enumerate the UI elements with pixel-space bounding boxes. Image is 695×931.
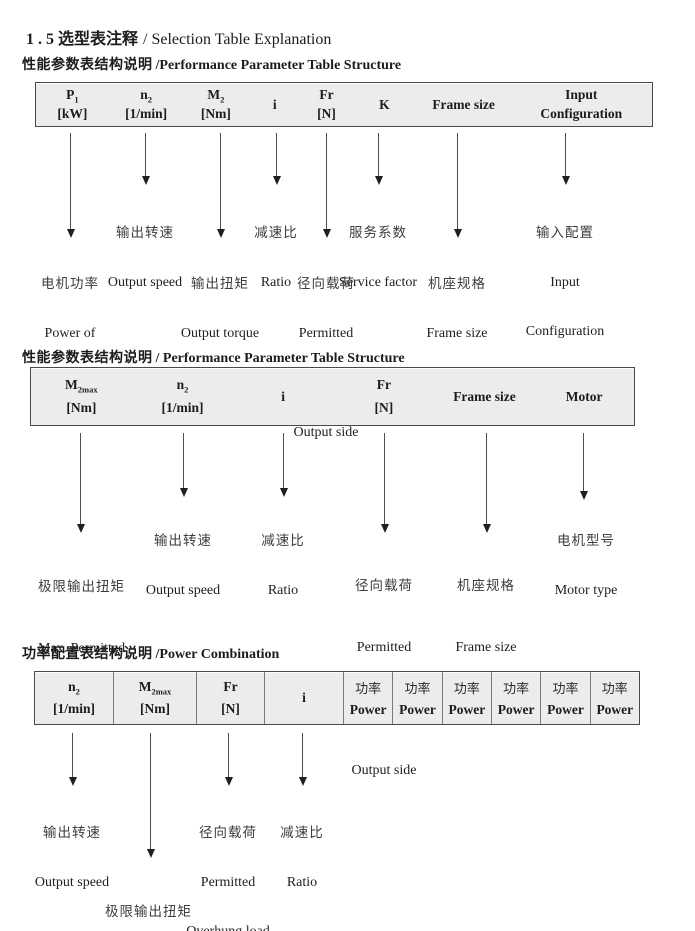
col-header-n2: n2 [1/min] [161,377,204,415]
page-title-en: / Selection Table Explanation [143,31,332,48]
down-arrow [482,433,491,533]
down-arrow [298,733,307,786]
section2-heading-zh: 性能参数表结构说明 [22,349,153,365]
callout-output-speed: 输出转速 Output speed [34,825,110,890]
down-arrow [224,733,233,786]
col-header-n2: n2 [1/min] [125,87,168,121]
col-header-input-configuration: Input Configuration [540,87,623,121]
col-header-fr: Fr [N] [317,87,336,121]
col-header-i: i [272,96,277,112]
section1-heading-en: /Performance Parameter Table Structure [155,58,402,73]
col-header-m2: M2 [Nm] [200,87,231,121]
col-header-k: K [379,96,390,112]
callout-ratio: 减速比 Ratio [254,225,298,290]
section3-heading: 功率配置表结构说明/Power Combination [8,627,279,679]
down-arrow [179,433,188,497]
callout-output-speed: 输出转速 Output speed [145,533,221,598]
callout-ratio: 减速比 Ratio [261,533,305,598]
down-arrow [322,133,331,238]
power-combination-table: n2 [1/min] M2max [Nm] Fr [N] i 功率 Power … [34,671,640,725]
col-header-i: i [281,388,286,404]
section3-heading-en: /Power Combination [155,647,280,662]
callout-input-configuration: 输入配置 Input Configuration [525,225,605,339]
col-header-p1: P1 [kW] [57,87,88,121]
section1-heading: 性能参数表结构说明/Performance Parameter Table St… [8,38,401,90]
down-arrow [216,133,225,238]
col-header-n2: n2 [1/min] [53,679,95,716]
col-header-i: i [264,672,343,724]
page-title: 1 . 5 选型表注释/ Selection Table Explanation [10,7,331,67]
col-header-fr: Fr [N] [374,377,394,415]
callout-max-output-torque: 极限输出扭矩 Max. Permitted Output torque [105,904,192,919]
down-arrow [66,133,75,238]
down-arrow [279,433,288,497]
col-header-power-3: 功率 Power [441,672,491,724]
down-arrow [579,433,588,500]
down-arrow [146,733,155,858]
col-header-m2max: M2max [Nm] [113,672,196,724]
callout-output-speed: 输出转速 Output speed [107,225,183,290]
down-arrow [453,133,462,238]
col-header-power-2: 功率 Power [392,672,441,724]
performance-table-1: P1 [kW] n2 [1/min] M2 [Nm] i Fr [N] K Fr… [35,82,653,127]
col-header-frame-size: Frame size [432,96,495,112]
down-arrow [76,433,85,533]
col-header-m2max: M2max [Nm] [65,377,98,415]
down-arrow [374,133,383,185]
col-header-fr: Fr [N] [196,672,264,724]
performance-table-2: M2max [Nm] n2 [1/min] i Fr [N] Frame siz… [30,367,635,426]
section1-heading-zh: 性能参数表结构说明 [22,56,153,72]
callout-output-torque: 输出扭矩 Output torque [180,276,260,341]
page-title-zh: 1 . 5 选型表注释 [26,31,139,48]
down-arrow [68,733,77,786]
callout-motor-type: 电机型号 Motor type [554,533,618,598]
section2-heading-en: / Performance Parameter Table Structure [155,351,405,366]
col-header-power-4: 功率 Power [490,672,540,724]
callout-service-factor: 服务系数 Service factor [338,225,418,290]
down-arrow [272,133,281,185]
section2-heading: 性能参数表结构说明/ Performance Parameter Table S… [8,331,405,383]
callout-ratio: 减速比 Ratio [280,825,324,890]
col-header-power-5: 功率 Power [540,672,589,724]
down-arrow [561,133,570,185]
col-header-motor: Motor [565,388,603,404]
down-arrow [380,433,389,533]
col-header-power-1: 功率 Power [343,672,392,724]
col-header-power-6: 功率 Power [589,672,639,724]
col-header-frame-size: Frame size [453,388,516,404]
callout-overhung-load: 径向载荷 Permitted Overhung load Output side [186,825,270,931]
callout-frame-size: 机座规格 Frame size [426,276,488,341]
down-arrow [141,133,150,185]
section3-heading-zh: 功率配置表结构说明 [22,645,153,661]
callout-frame-size: 机座规格 Frame size [455,578,517,655]
